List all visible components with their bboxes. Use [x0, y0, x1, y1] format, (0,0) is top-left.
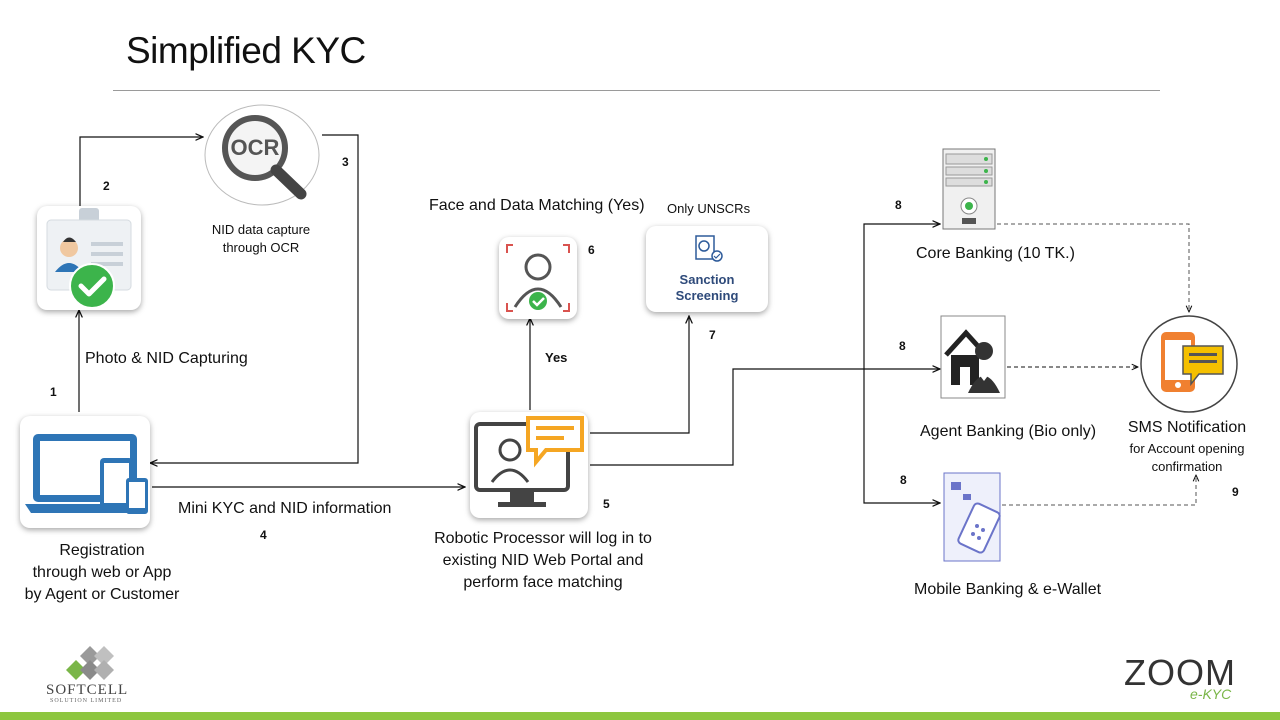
edge-robotic-sanction [590, 316, 689, 434]
softcell-logo-sub: SOLUTION LIMITED [50, 698, 123, 704]
face-match-caption: Face and Data Matching (Yes) [429, 197, 645, 214]
agent-house-person-icon [940, 315, 1006, 399]
ocr-caption-line1: NID data capture [211, 222, 311, 237]
server-icon [942, 148, 996, 230]
edge-photo-ocr [79, 137, 203, 206]
page-title: Simplified KYC [126, 30, 366, 71]
face-match-node [499, 237, 577, 319]
core-banking-caption: Core Banking (10 TK.) [916, 245, 1075, 262]
agent-banking-caption: Agent Banking (Bio only) [920, 423, 1097, 440]
title-divider [113, 90, 1160, 91]
sms-caption-line3: confirmation [1151, 459, 1223, 474]
sanction-line1: Sanction [679, 272, 735, 287]
edge-mobile-sms [1002, 475, 1196, 506]
mobile-banking-node [943, 472, 1001, 562]
mobile-banking-caption: Mobile Banking & e-Wallet [914, 581, 1102, 598]
multi-device-icon [25, 434, 148, 514]
step-number-1: 1 [50, 385, 57, 399]
photo-id-card-node [37, 206, 141, 310]
sanction-line2: Screening [675, 288, 739, 303]
bottom-accent-bar [0, 712, 1280, 720]
phone-message-icon [1140, 315, 1238, 413]
step-number-2: 2 [103, 179, 110, 193]
photo-caption: Photo & NID Capturing [85, 350, 248, 367]
mini-kyc-label: Mini KYC and NID information [178, 500, 392, 517]
step-number-3: 3 [342, 155, 349, 169]
robotic-caption-line2: existing NID Web Portal and [442, 552, 644, 569]
edge-robotic-agent [590, 369, 940, 466]
registration-caption-line3: by Agent or Customer [24, 586, 180, 603]
softcell-logo: SOFTCELL [46, 682, 129, 698]
zoom-logo-sub: e-KYC [1190, 686, 1232, 702]
edge-branch-mobile [863, 369, 940, 503]
sms-notification-node [1139, 314, 1239, 414]
sanction-screening-node: Sanction Screening [646, 226, 768, 312]
sms-caption-line1: SMS Notification [1127, 419, 1247, 436]
step-number-8-mobile: 8 [900, 473, 907, 487]
agent-banking-node [940, 315, 1006, 399]
monitor-chat-icon [474, 416, 584, 507]
softcell-logo-icon [66, 646, 114, 680]
step-number-6: 6 [588, 243, 595, 257]
robotic-caption-line1: Robotic Processor will log in to [434, 530, 652, 547]
robotic-caption-line3: perform face matching [463, 574, 623, 591]
registration-caption-line1: Registration [59, 542, 145, 559]
face-scan-check-icon [506, 244, 570, 312]
id-card-check-icon [46, 208, 132, 309]
sanction-heading: Only UNSCRs [667, 201, 751, 216]
step-number-7: 7 [709, 328, 716, 342]
edge-core-sms [997, 223, 1189, 312]
robotic-processor-node [470, 412, 588, 518]
ocr-caption-line2: through OCR [222, 240, 300, 255]
step-number-5: 5 [603, 497, 610, 511]
zoom-logo: ZOOM [1124, 652, 1236, 693]
sms-caption-line2: for Account opening [1129, 441, 1245, 456]
yes-label: Yes [545, 350, 568, 365]
document-search-icon [695, 235, 723, 262]
edge-branch-core [863, 224, 940, 369]
ocr-node: OCR [203, 104, 321, 207]
step-number-4: 4 [260, 528, 267, 542]
ocr-icon-text: OCR [230, 135, 280, 160]
step-number-8-agent: 8 [899, 339, 906, 353]
ocr-magnifier-icon [204, 104, 320, 206]
registration-caption-line2: through web or App [32, 564, 172, 581]
core-banking-node [942, 148, 996, 230]
step-number-8-core: 8 [895, 198, 902, 212]
edge-ocr-registration [150, 134, 359, 463]
mobile-phone-icon [943, 472, 1001, 562]
step-number-9: 9 [1232, 485, 1239, 499]
registration-node [20, 416, 150, 528]
